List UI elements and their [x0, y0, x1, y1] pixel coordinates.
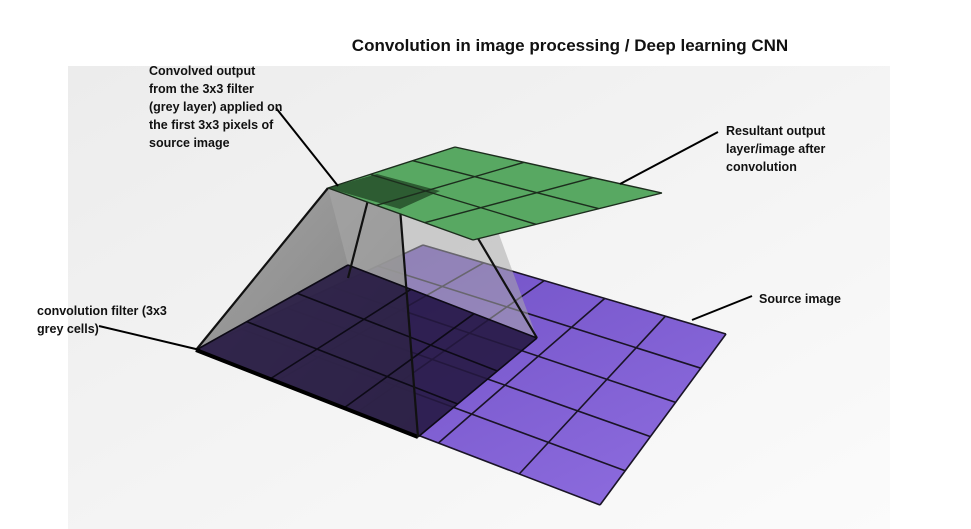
output-grid-row-line: [454, 146, 663, 194]
filter-grid-col-line: [343, 313, 475, 409]
label-convolution-filter: convolution filter (3x3 grey cells): [37, 304, 167, 336]
label-convolved-output: Convolved output from the 3x3 filter (gr…: [149, 64, 283, 150]
filter-grid-col-line: [417, 337, 538, 438]
filter-front-edge: [195, 348, 419, 439]
filter-grid-col-line: [195, 264, 349, 351]
output-grid-col-line: [327, 146, 456, 189]
source-grid-col-line: [518, 315, 666, 475]
diagram-title: Convolution in image processing / Deep l…: [351, 36, 789, 55]
callout-convolved: [275, 107, 339, 187]
output-grid-col-line: [472, 192, 663, 241]
pyramid-edge-middle: [346, 199, 370, 279]
filter-grid-row-line: [246, 320, 458, 405]
callout-lines: [98, 107, 753, 351]
output-grid-row-line: [412, 159, 600, 210]
output-highlight-cell: [328, 174, 440, 209]
filter-grid-row-line: [297, 292, 498, 372]
output-layer-grid: [327, 146, 663, 241]
output-grid-col-line: [376, 161, 525, 207]
pyramid-edge-front: [398, 207, 420, 438]
callout-source: [691, 295, 753, 321]
filter-grid-row-line: [347, 264, 538, 339]
callout-filter: [98, 325, 201, 351]
output-grid-col-line: [424, 176, 594, 224]
label-resultant-output: Resultant output layer/image after convo…: [726, 124, 826, 174]
output-layer-plane: [328, 147, 662, 240]
filter-grid-col-line: [269, 288, 412, 380]
source-grid-col-line: [437, 297, 606, 444]
output-grid-row-line: [370, 173, 537, 226]
label-source-image: Source image: [759, 292, 841, 306]
filter-region-plane: [196, 265, 537, 437]
pyramid-edges: [195, 187, 538, 438]
pyramid-edge-left: [195, 187, 329, 351]
callout-result: [619, 131, 719, 185]
source-grid-col-line: [599, 333, 727, 506]
output-grid-row-line: [327, 187, 474, 241]
convolution-filter-region: [195, 264, 538, 439]
pyramid-edge-back: [472, 229, 538, 339]
